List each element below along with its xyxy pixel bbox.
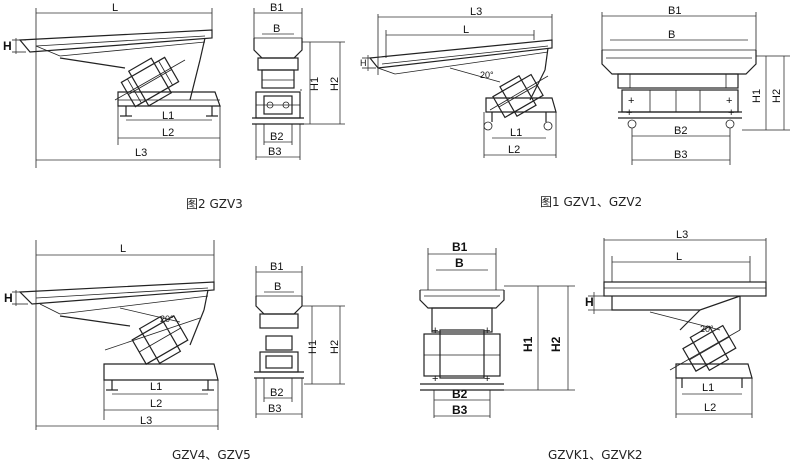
- dim-H2-fig1: H2: [771, 89, 783, 103]
- angle-label-gzv45: 20°: [160, 314, 174, 324]
- dim-L1: L1: [162, 110, 174, 122]
- dim-H-gzv45: H: [4, 291, 13, 305]
- dim-L2-fig1: L2: [508, 144, 520, 156]
- dim-L: L: [112, 2, 118, 14]
- dim-B2-fig1: B2: [674, 125, 687, 137]
- angle-label-gzvk: 20°: [700, 324, 714, 334]
- dim-L-gzvk: L: [676, 251, 682, 263]
- dim-B1-gzvk: B1: [452, 240, 468, 254]
- dim-B1: B1: [270, 2, 283, 14]
- dim-H-fig1: H: [360, 58, 367, 68]
- dim-H1-gzvk: H1: [521, 336, 535, 352]
- dim-L3: L3: [135, 147, 147, 159]
- dim-B2: B2: [270, 131, 283, 143]
- dim-B-gzvk: B: [455, 256, 464, 270]
- dim-B1-fig1: B1: [668, 5, 681, 17]
- caption-fig1: 图1 GZV1、GZV2: [540, 195, 642, 209]
- dim-L3-fig1: L3: [470, 6, 482, 18]
- dim-B3: B3: [268, 146, 281, 158]
- svg-text:+: +: [728, 107, 734, 119]
- dim-H1: H1: [309, 77, 321, 91]
- dim-H: H: [3, 39, 12, 53]
- dim-H-gzvk: H: [585, 295, 594, 309]
- dim-H1-gzv45: H1: [307, 340, 319, 354]
- dim-B3-fig1: B3: [674, 149, 687, 161]
- svg-text:+: +: [626, 107, 632, 119]
- gzvk-side-view: L3 L H 20° L1 L2: [585, 229, 767, 418]
- dim-L3-gzv45: L3: [140, 415, 152, 427]
- svg-text:+: +: [726, 95, 732, 107]
- dim-B-fig1: B: [668, 29, 675, 41]
- dim-L-gzv45: L: [120, 243, 126, 255]
- dim-H1-fig1: H1: [751, 89, 763, 103]
- caption-gzvk: GZVK1、GZVK2: [548, 448, 642, 462]
- dim-L-fig1: L: [463, 24, 469, 36]
- dim-L1-fig1: L1: [510, 127, 522, 139]
- dim-B: B: [273, 23, 280, 35]
- gzv45-side-view: L H 20° L1 L2: [4, 240, 219, 430]
- dim-B-gzv45: B: [274, 281, 281, 293]
- dim-L2-gzvk: L2: [704, 402, 716, 414]
- svg-text:+: +: [628, 95, 634, 107]
- dim-B2-gzv45: B2: [270, 387, 283, 399]
- dim-L1-gzv45: L1: [150, 381, 162, 393]
- dim-B3-gzvk: B3: [452, 403, 468, 417]
- svg-text:+: +: [432, 325, 438, 337]
- dim-H2: H2: [329, 77, 341, 91]
- dim-H2-gzvk: H2: [549, 336, 563, 352]
- dim-B1-gzv45: B1: [270, 261, 283, 273]
- dim-L2-gzv45: L2: [150, 398, 162, 410]
- dim-B3-gzv45: B3: [268, 403, 281, 415]
- svg-text:+: +: [484, 373, 490, 385]
- gzvk-front-view: B1 B + + + + H1 H2 B2 B3: [419, 240, 575, 418]
- gzv1-side-view: L3 L H 20° L1: [360, 6, 557, 158]
- caption-fig2: 图2 GZV3: [186, 197, 243, 211]
- caption-gzv45: GZV4、GZV5: [172, 448, 251, 462]
- svg-text:+: +: [484, 325, 490, 337]
- angle-label-fig1: 20°: [480, 70, 494, 80]
- svg-text:+: +: [432, 373, 438, 385]
- dim-L1-gzvk: L1: [702, 382, 714, 394]
- dim-H2-gzv45: H2: [329, 340, 341, 354]
- dim-B2-gzvk: B2: [452, 387, 468, 401]
- gzv1-front-view: B1 B + + + + H1 H2 B2 B3: [601, 5, 790, 165]
- gzv3-side-view: L H L1 L2: [3, 2, 221, 168]
- dim-L2: L2: [162, 127, 174, 139]
- dim-L3-gzvk: L3: [676, 229, 688, 241]
- gzv3-front-view: B1 B H1 H2 B2 B3: [252, 2, 345, 160]
- gzv45-front-view: B1 B H1 H2 B2 B3: [254, 261, 345, 418]
